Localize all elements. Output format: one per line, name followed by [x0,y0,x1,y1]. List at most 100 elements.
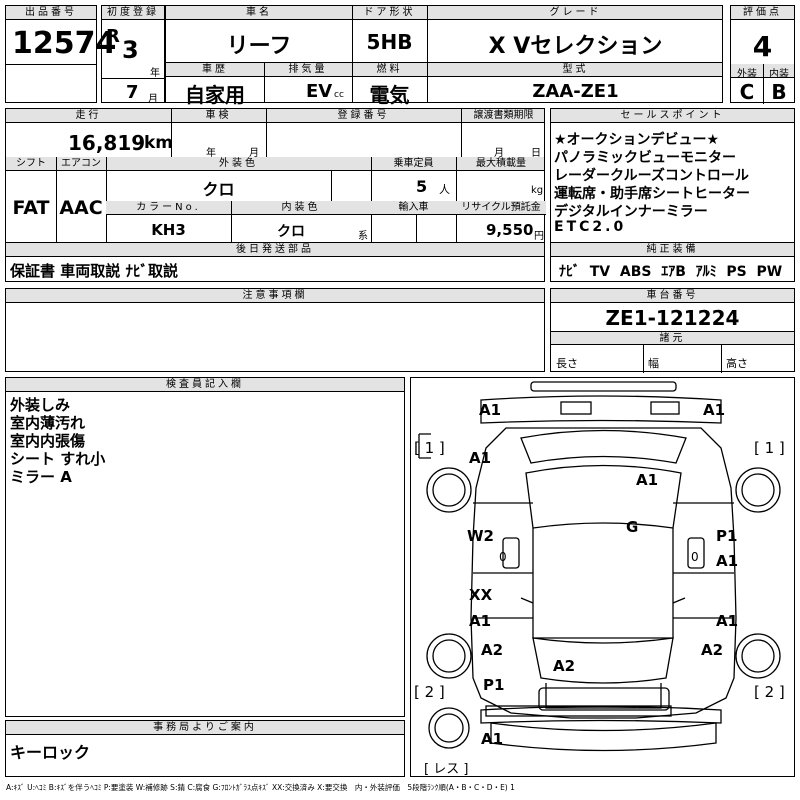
mark-seam-right: 0 [691,550,699,564]
inspector-line: 室内薄汚れ [10,414,86,432]
office-text: キーロック [10,743,91,762]
capacity-unit: 人 [439,183,450,196]
equip-label: 純正装備 [551,243,794,257]
mark-spare: [ レス ] [424,762,469,777]
title-row: 車名 ドア形状 グレード リーフ 5HB X Vセレクション [165,5,723,63]
dims-label: 諸元 [551,331,794,345]
length-label: 長さ [556,357,578,370]
inspection-year-unit: 年 [206,148,216,159]
mark-roof: G [626,518,639,536]
chassis-block: 車台番号 ZE1-121224 諸元 長さ 幅 高さ [550,288,795,373]
inspection-month-unit: 月 [249,148,259,159]
sales-point: デジタルインナーミラー [554,204,708,220]
transfer-month-unit: 月 [494,148,504,159]
mark-rear-door-left-bottom: A1 [469,612,492,630]
mark-fender-left: A1 [469,449,492,467]
ext-color-label: 外装色 [219,158,258,169]
mark-rear-door-left-top: XX [469,586,493,604]
recycle-label: リサイクル預託金 [461,202,541,213]
displacement-label: 排気量 [288,64,328,75]
model: ZAA-ZE1 [532,81,619,102]
mileage-label: 走行 [75,110,102,121]
import-label: 輸入車 [398,202,429,213]
mark-quarter-left: A2 [481,641,504,659]
door-type: 5HB [366,30,413,54]
inspector-line: シート すれ小 [10,450,106,468]
recycle: 9,550 [486,221,534,239]
inspector-line: ミラー A [10,468,72,486]
spec-block: 走行 車検 登録番号 譲渡書類期限 16,819 km 年 月 月 日 シフト … [5,108,546,244]
width-label: 幅 [648,357,659,370]
sales-block: セールスポイント ★オークションデビュー★ パノラミックビューモニター レーダー… [550,108,795,243]
door-label: ドア形状 [363,7,416,18]
spec-row: 車歴 排気量 燃料 型式 自家用 EV cc 電気 ZAA-ZE1 [165,62,723,107]
first-reg-box: 初度登録 R 3 年 7 月 [101,5,165,105]
legend: A:ｷｽﾞ U:ﾍｺﾐ B:ｷｽﾞを伴うﾍｺﾐ P:要塗装 W:補修跡 S:錆 … [6,783,515,792]
sales-point: 運転席・助手席シートヒーター [554,186,750,202]
month-unit: 月 [148,94,158,105]
office-label: 事務局よりご案内 [6,721,404,735]
mark-seam-left: 0 [499,550,507,564]
mark-front-door-right-top: P1 [716,527,738,545]
notes-block: 注意事項欄 [5,288,545,372]
car-diagram: A1 A1 [ 1 ] [ 1 ] A1 A1 G W2 P1 A1 0 0 X… [410,377,795,777]
year-value: 3 [122,36,139,64]
mark-quarter-right: A2 [701,641,724,659]
sales-point: レーダークルーズコントロール [554,168,749,184]
sales-point: ETC2.0 [554,219,627,235]
equip-block: 純正装備 ﾅﾋﾞ TV ABS ｴｱB ｱﾙﾐ PS PW [550,242,795,282]
history-label: 車歴 [202,64,228,75]
int-color: クロ [277,224,305,240]
later-block: 後日発送部品 保証書 車両取説 ﾅﾋﾞ取説 [5,242,545,282]
mark-front-door-left: W2 [467,527,494,545]
inspector-line: 外装しみ [10,396,71,414]
mark-hood: A1 [636,471,659,489]
mark-bracket-rear-right: [ 2 ] [754,683,785,701]
mark-rear-door-right: A1 [716,612,739,630]
exterior-score: C [739,80,755,104]
notes-label: 注意事項欄 [6,289,544,303]
mark-bumper-rear: A1 [481,730,504,748]
car-outline [418,381,781,752]
later-label: 後日発送部品 [6,243,544,257]
load-label: 最大積載量 [476,158,526,169]
history: 自家用 [185,83,245,107]
ac-label: エアコン [61,158,101,169]
chassis-label: 車台番号 [551,289,794,303]
exterior-label: 外装 [737,69,757,80]
model-label: 型式 [562,64,589,75]
color-no: KH3 [151,221,186,239]
ac: AAC [59,197,103,219]
fuel-label: 燃料 [376,64,403,75]
mark-trunk: A2 [553,657,576,675]
car-name: リーフ [226,34,292,59]
mileage: 16,819 [68,131,146,155]
capacity: 5 [416,177,428,196]
mileage-unit: km [144,133,174,153]
score: 4 [752,30,773,63]
inspector-block: 検査員記入欄 外装しみ 室内薄汚れ 室内内張傷 シート すれ小 ミラー A [5,377,405,717]
grade-label: グレード [549,7,602,18]
lot-box: 出品番号 12574 [5,5,116,103]
mark-bracket-front-left: [ 1 ] [414,439,445,457]
first-reg-label: 初度登録 [102,6,164,20]
sales-label: セールスポイント [551,109,794,123]
month-value: 7 [126,82,139,103]
grade: X Vセレクション [488,34,663,59]
mark-front-door-right-bottom: A1 [716,552,739,570]
mark-bracket-front-right: [ 1 ] [754,439,785,457]
fuel: 電気 [369,83,410,107]
chassis-number: ZE1-121224 [605,306,740,330]
sales-point: ★オークションデビュー★ [554,132,720,148]
height-label: 高さ [726,357,748,370]
mark-bracket-rear-left: [ 2 ] [414,683,445,701]
equip: ﾅﾋﾞ TV ABS ｴｱB ｱﾙﾐ PS PW [559,264,783,280]
shift: FAT [12,197,50,219]
lot-label: 出品番号 [6,6,96,20]
ext-color: クロ [202,180,235,199]
mark-rear-panel: P1 [483,676,505,694]
transfer-day-unit: 日 [531,148,541,159]
displacement-unit: cc [334,90,344,100]
year-unit: 年 [150,68,160,79]
shift-label: シフト [16,158,46,169]
